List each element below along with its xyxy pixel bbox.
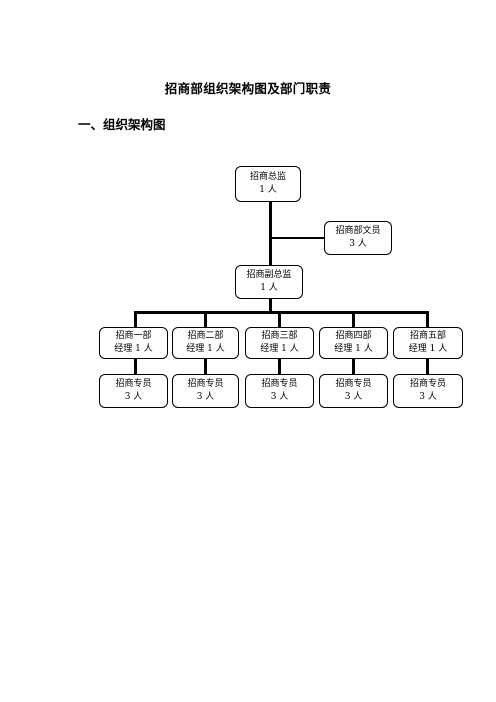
org-box-deputy: 招商副总监 1 人 <box>235 265 303 299</box>
org-box-staff-1: 招商专员 3 人 <box>99 374 168 408</box>
connector-drop-2 <box>204 311 207 328</box>
connector-drop-5 <box>426 311 429 328</box>
connector-drop-3 <box>278 311 281 328</box>
manager-title: 招商五部 <box>409 331 446 341</box>
manager-count: 经理 1 人 <box>408 344 448 354</box>
manager-count: 经理 1 人 <box>186 344 225 354</box>
manager-title: 招商三部 <box>261 331 298 341</box>
page-title: 招商部组织架构图及部门职责 <box>164 81 332 96</box>
org-box-manager-3: 招商三部 经理 1 人 <box>245 327 314 359</box>
manager-title: 招商四部 <box>335 331 372 341</box>
connector-staff-3 <box>278 358 281 375</box>
staff-count: 3 人 <box>344 392 363 402</box>
connector-deputy-bus <box>269 298 272 313</box>
clerk-count: 3 人 <box>349 239 367 249</box>
connector-director-deputy <box>269 201 272 266</box>
staff-title: 招商专员 <box>261 379 298 389</box>
org-box-staff-5: 招商专员 3 人 <box>393 374 463 408</box>
manager-count: 经理 1 人 <box>260 344 299 354</box>
clerk-title: 招商部文员 <box>335 226 381 236</box>
connector-staff-5 <box>426 358 429 375</box>
staff-title: 招商专员 <box>335 379 372 389</box>
staff-title: 招商专员 <box>187 379 224 389</box>
connector-drop-1 <box>134 311 137 328</box>
org-box-staff-4: 招商专员 3 人 <box>319 374 388 408</box>
connector-staff-4 <box>352 358 355 375</box>
deputy-count: 1 人 <box>260 283 278 293</box>
org-box-clerk: 招商部文员 3 人 <box>324 221 392 255</box>
section-heading: 一、组织架构图 <box>78 117 166 132</box>
connector-bus <box>134 311 429 314</box>
manager-title: 招商一部 <box>115 331 152 341</box>
staff-count: 3 人 <box>124 392 143 402</box>
manager-count: 经理 1 人 <box>334 344 373 354</box>
director-title: 招商总监 <box>249 172 286 182</box>
staff-count: 3 人 <box>419 392 437 402</box>
staff-count: 3 人 <box>196 392 215 402</box>
manager-title: 招商二部 <box>187 331 224 341</box>
director-count: 1 人 <box>259 185 277 195</box>
org-box-staff-2: 招商专员 3 人 <box>172 374 239 408</box>
staff-title: 招商专员 <box>115 379 152 389</box>
connector-staff-1 <box>134 358 137 375</box>
manager-count: 经理 1 人 <box>114 344 153 354</box>
org-box-manager-2: 招商二部 经理 1 人 <box>172 327 239 359</box>
staff-count: 3 人 <box>270 392 289 402</box>
deputy-title: 招商副总监 <box>246 270 292 280</box>
connector-drop-4 <box>352 311 355 328</box>
org-box-manager-1: 招商一部 经理 1 人 <box>99 327 168 359</box>
connector-staff-2 <box>204 358 207 375</box>
staff-title: 招商专员 <box>409 379 446 389</box>
org-box-manager-4: 招商四部 经理 1 人 <box>319 327 388 359</box>
org-box-staff-3: 招商专员 3 人 <box>245 374 314 408</box>
org-box-director: 招商总监 1 人 <box>235 166 301 202</box>
connector-clerk <box>271 237 324 239</box>
org-box-manager-5: 招商五部 经理 1 人 <box>393 327 463 359</box>
